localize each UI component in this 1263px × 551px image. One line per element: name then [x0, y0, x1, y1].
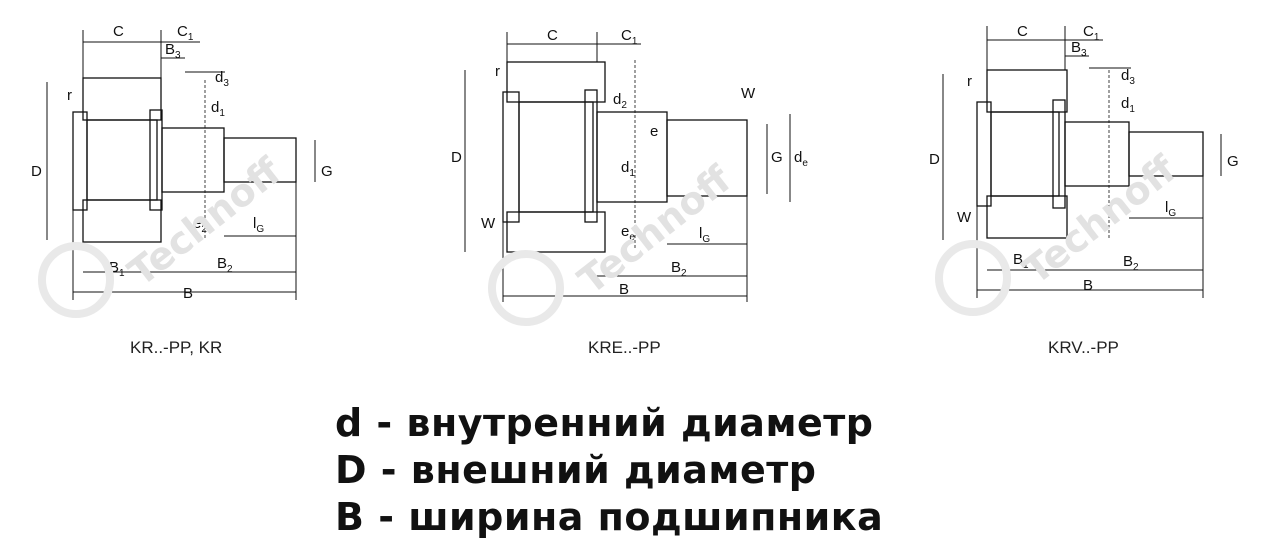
- watermark-logo-icon: [38, 242, 114, 318]
- label-d-outer: D: [31, 163, 42, 180]
- label-b: B: [1083, 277, 1093, 294]
- label-c: C: [113, 23, 124, 40]
- label-de: de: [794, 149, 808, 169]
- label-c1: C1: [1083, 23, 1100, 43]
- shoulder: [502, 91, 520, 223]
- label-lg: lG: [253, 215, 264, 235]
- thread: [223, 137, 297, 183]
- label-g: G: [771, 149, 783, 166]
- outer-ring-bottom: [506, 211, 606, 253]
- label-e: e: [650, 123, 658, 140]
- thread: [666, 119, 748, 197]
- label-d-outer: D: [451, 149, 462, 166]
- label-d3: d3: [215, 69, 229, 89]
- outer-ring-top: [986, 69, 1068, 113]
- label-lg: lG: [699, 225, 710, 245]
- label-b1: B1: [109, 259, 125, 279]
- rollers: [86, 119, 158, 201]
- label-b: B: [183, 285, 193, 302]
- legend-line-b: B - ширина подшипника: [335, 495, 884, 539]
- label-e2: ee: [621, 223, 635, 243]
- label-b3: B3: [165, 41, 181, 61]
- label-d3: d3: [1121, 67, 1135, 87]
- label-d1: d1: [1121, 95, 1135, 115]
- rollers: [518, 101, 594, 213]
- legend-line-outer-d: D - внешний диаметр: [335, 448, 817, 492]
- outer-ring-top: [506, 61, 606, 103]
- seal: [584, 89, 598, 223]
- label-w-top: W: [741, 85, 756, 102]
- label-b1: B1: [1013, 251, 1029, 271]
- thread: [1128, 131, 1204, 177]
- kr-bearing-diagram: C C1 B3 d3 r d1 D G e2 lG B1 B2 B: [31, 23, 333, 302]
- label-c1: C1: [177, 23, 194, 43]
- outer-ring-top: [82, 77, 162, 121]
- label-c1: C1: [621, 27, 638, 47]
- label-b3: B3: [1071, 39, 1087, 59]
- label-c: C: [1017, 23, 1028, 40]
- caption-krv: KRV..-PP: [1048, 338, 1119, 357]
- watermark-logo-icon: [488, 250, 564, 326]
- label-b2: B2: [1123, 253, 1139, 273]
- label-r: r: [967, 73, 972, 90]
- label-d-outer: D: [929, 151, 940, 168]
- label-b2: B2: [671, 259, 687, 279]
- label-r: r: [67, 87, 72, 104]
- label-r: r: [495, 63, 500, 80]
- label-lg: lG: [1165, 199, 1176, 219]
- label-d2: d2: [613, 91, 627, 111]
- krv-bearing-diagram: C C1 B3 d3 r d1 D G W lG B1 B2 B: [929, 23, 1239, 298]
- label-b2: B2: [217, 255, 233, 275]
- legend-line-d: d - внутренний диаметр: [335, 401, 874, 445]
- label-b: B: [619, 281, 629, 298]
- legend: d - внутренний диаметр D - внешний диаме…: [335, 400, 883, 541]
- seal: [149, 109, 163, 211]
- caption-kr: KR..-PP, KR: [130, 338, 223, 357]
- drawing-kre: C C1 r d2 W e D d1 G de W ee lG B2 B: [445, 0, 815, 310]
- watermark-logo-icon: [935, 240, 1011, 316]
- drawing-kr: C C1 B3 d3 r d1 D G e2 lG B1 B2 B: [25, 0, 345, 310]
- stud: [161, 127, 225, 193]
- label-g: G: [1227, 153, 1239, 170]
- label-d1: d1: [621, 159, 635, 179]
- label-g: G: [321, 163, 333, 180]
- kre-bearing-diagram: C C1 r d2 W e D d1 G de W ee lG B2 B: [451, 27, 808, 302]
- shoulder: [976, 101, 992, 207]
- drawing-krv: C C1 B3 d3 r d1 D G W lG B1 B2 B: [925, 0, 1245, 310]
- label-d1: d1: [211, 99, 225, 119]
- label-e2: e2: [193, 215, 207, 235]
- shoulder: [72, 111, 88, 211]
- rollers: [990, 111, 1060, 197]
- label-c: C: [547, 27, 558, 44]
- label-w: W: [957, 209, 972, 226]
- label-w: W: [481, 215, 496, 232]
- caption-kre: KRE..-PP: [588, 338, 661, 357]
